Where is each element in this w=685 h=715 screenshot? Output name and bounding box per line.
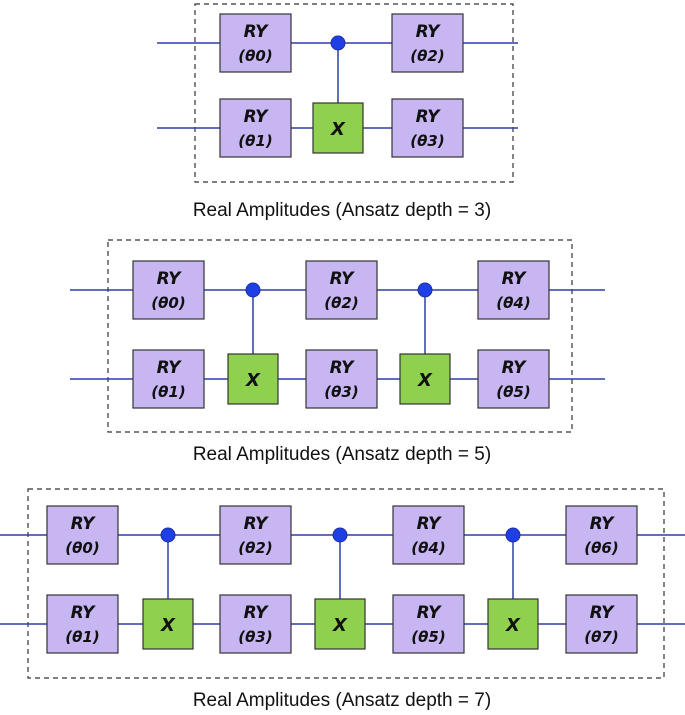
ry-gate-parameter: (θ3)	[238, 628, 272, 646]
ry-gate	[132, 260, 205, 320]
cnot-target-gate	[312, 102, 364, 154]
ry-gate-parameter: (θ0)	[151, 294, 185, 312]
circuit-caption: Real Amplitudes (Ansatz depth = 5)	[193, 444, 491, 465]
ry-gate	[305, 260, 378, 320]
cnot-target-gate	[399, 353, 451, 405]
ry-gate	[46, 505, 119, 565]
ry-gate-label: RY	[71, 514, 97, 534]
ry-gate-label: RY	[502, 269, 528, 289]
cnot-target-label: X	[330, 119, 346, 140]
ansatz-frame	[107, 239, 573, 433]
circuit-caption: Real Amplitudes (Ansatz depth = 3)	[193, 200, 491, 221]
ry-gate-parameter: (θ2)	[324, 294, 358, 312]
ry-gate-parameter: (θ5)	[411, 628, 445, 646]
ry-gate	[132, 349, 205, 409]
ry-gate-label: RY	[244, 22, 270, 42]
ry-gate-label: RY	[157, 269, 183, 289]
ry-gate-parameter: (θ4)	[496, 294, 530, 312]
ry-gate	[219, 505, 292, 565]
ry-gate-parameter: (θ2)	[410, 47, 444, 65]
cnot-target-label: X	[332, 615, 348, 636]
circuit-caption: Real Amplitudes (Ansatz depth = 7)	[193, 690, 491, 711]
ry-gate	[391, 13, 464, 73]
cnot-target-label: X	[417, 370, 433, 391]
ry-gate-label: RY	[590, 514, 616, 534]
ry-gate	[391, 98, 464, 158]
ry-gate-parameter: (θ2)	[238, 539, 272, 557]
cnot-target-label: X	[505, 615, 521, 636]
circuit-depth-3: X RY (θ0) RY (θ2) RY (θ1) RY (θ3) Real Amplitudes…	[157, 3, 518, 221]
ry-gate-parameter: (θ3)	[324, 383, 358, 401]
cnot-control-dot	[245, 282, 261, 298]
ry-gate	[219, 98, 292, 158]
ry-gate	[565, 594, 638, 654]
ry-gate-parameter: (θ0)	[65, 539, 99, 557]
ry-gate-label: RY	[244, 603, 270, 623]
ry-gate-parameter: (θ7)	[584, 628, 618, 646]
ry-gate	[392, 505, 465, 565]
ry-gate-label: RY	[330, 358, 356, 378]
cnot-control-dot	[505, 527, 521, 543]
ansatz-frame	[194, 3, 514, 183]
circuit-depth-7: X X X RY (θ0) RY (θ2) RY (θ4) RY (θ6) RY (θ1) RY (θ3) R…	[0, 488, 685, 711]
ry-gate	[219, 13, 292, 73]
cnot-control-dot	[330, 35, 346, 51]
ry-gate-label: RY	[590, 603, 616, 623]
circuit-depth-5: X X RY (θ0) RY (θ2) RY (θ4) RY (θ1) RY (θ3) RY (θ5) Re…	[70, 239, 605, 465]
ry-gate	[477, 349, 550, 409]
ry-gate-label: RY	[417, 514, 443, 534]
ry-gate-parameter: (θ0)	[238, 47, 272, 65]
ry-gate-label: RY	[71, 603, 97, 623]
ry-gate	[219, 594, 292, 654]
cnot-target-label: X	[160, 615, 176, 636]
ry-gate-parameter: (θ1)	[65, 628, 99, 646]
cnot-control-dot	[417, 282, 433, 298]
ry-gate-label: RY	[244, 107, 270, 127]
cnot-target-label: X	[245, 370, 261, 391]
ry-gate-label: RY	[157, 358, 183, 378]
ry-gate	[477, 260, 550, 320]
ry-gate-label: RY	[416, 107, 442, 127]
ry-gate-parameter: (θ1)	[238, 132, 272, 150]
ry-gate-parameter: (θ6)	[584, 539, 618, 557]
cnot-target-gate	[142, 598, 194, 650]
cnot-target-gate	[487, 598, 539, 650]
ry-gate-label: RY	[244, 514, 270, 534]
ry-gate	[46, 594, 119, 654]
ry-gate-label: RY	[502, 358, 528, 378]
ry-gate-label: RY	[416, 22, 442, 42]
ry-gate-label: RY	[330, 269, 356, 289]
ry-gate-parameter: (θ5)	[496, 383, 530, 401]
ansatz-frame	[27, 488, 665, 679]
cnot-target-gate	[314, 598, 366, 650]
ry-gate-parameter: (θ1)	[151, 383, 185, 401]
cnot-control-dot	[160, 527, 176, 543]
ry-gate	[565, 505, 638, 565]
ry-gate	[305, 349, 378, 409]
ry-gate	[392, 594, 465, 654]
ry-gate-parameter: (θ3)	[410, 132, 444, 150]
cnot-target-gate	[227, 353, 279, 405]
ry-gate-parameter: (θ4)	[411, 539, 445, 557]
ry-gate-label: RY	[417, 603, 443, 623]
cnot-control-dot	[332, 527, 348, 543]
